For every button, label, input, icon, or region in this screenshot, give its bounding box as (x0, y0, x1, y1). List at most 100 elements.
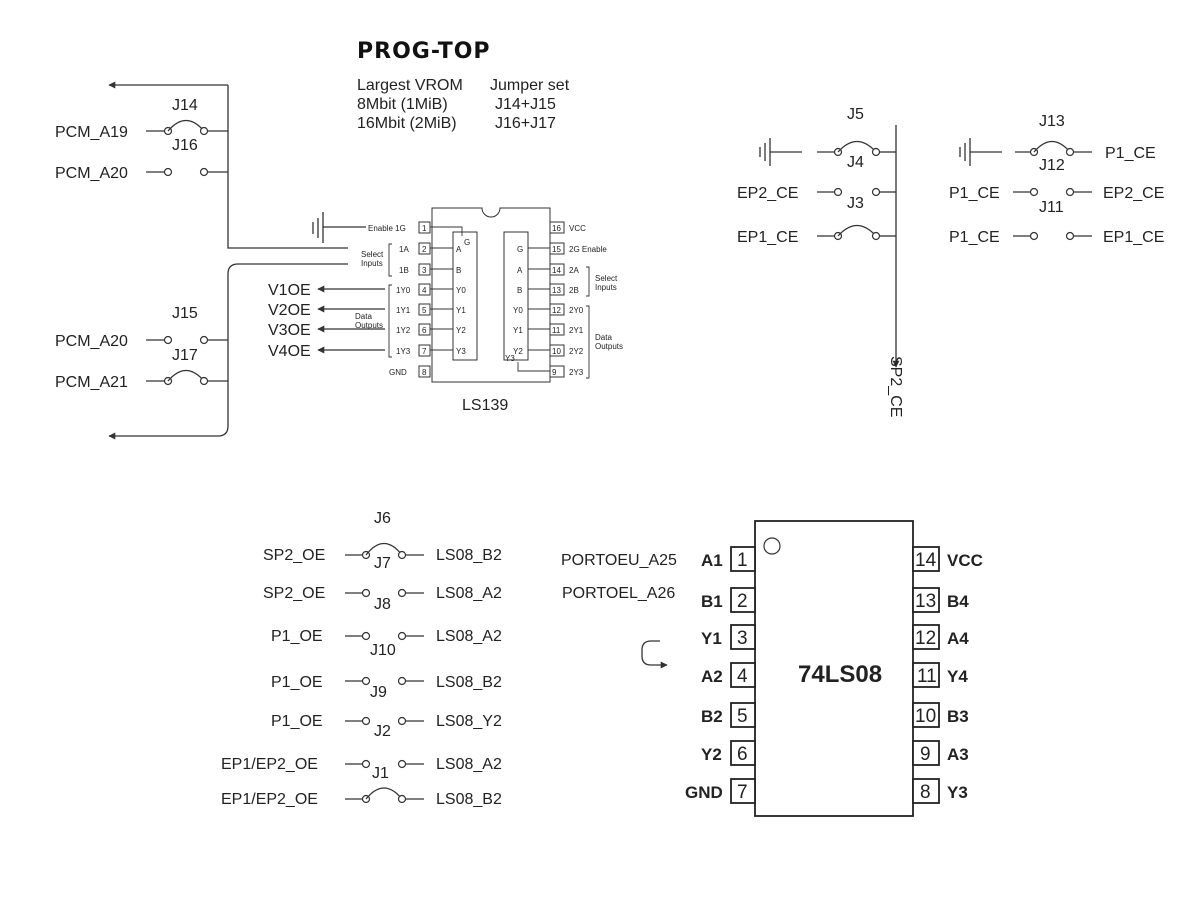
pin-number: 12 (552, 306, 561, 315)
signal-label: EP1_CE (1103, 229, 1164, 246)
pin-number: 15 (552, 245, 561, 254)
pin-label: Y1 (701, 629, 722, 648)
jumper-contact (361, 676, 371, 686)
jumper-id-J9: J9 (370, 684, 387, 701)
jumper-id-J17: J17 (172, 347, 198, 364)
pin-number: 9 (552, 368, 557, 377)
pin-box (912, 662, 940, 688)
signal-label: SP2_OE (263, 585, 325, 602)
pin-box (730, 587, 756, 613)
pin-number: 3 (422, 266, 427, 275)
upper-bus-line (227, 85, 348, 249)
pin-box (418, 242, 431, 255)
inner-label: A (456, 245, 462, 254)
jumper-id-J10: J10 (370, 642, 396, 659)
inner-label: Y1 (456, 306, 466, 315)
pin-label: B1 (701, 592, 723, 611)
pin-number: 8 (422, 368, 427, 377)
pin-label: GND (685, 783, 723, 802)
signal-label: PCM_A19 (55, 124, 128, 141)
pin-box (730, 702, 756, 728)
pin-number: 2 (737, 591, 748, 612)
jumper-contact (397, 631, 407, 641)
pin-number: 11 (552, 326, 561, 335)
jumper-contact (871, 187, 881, 197)
pin-box (418, 263, 431, 276)
pin-number: 7 (422, 347, 427, 356)
jumper-contact (397, 759, 407, 769)
signal-label: LS08_A2 (436, 628, 502, 645)
pin-label: 2Y1 (569, 326, 584, 335)
pin-label: B4 (947, 592, 969, 611)
ls139-name: LS139 (462, 397, 508, 414)
jumper-id-J1: J1 (372, 765, 389, 782)
jumper-contact (871, 147, 881, 157)
jumper-bridge (1033, 140, 1071, 153)
output-label: V3OE (268, 322, 311, 339)
pin-number: 13 (552, 286, 561, 295)
lower-bus-arrow (108, 263, 348, 440)
pin-label: 1A (399, 245, 409, 254)
pin-number: 3 (737, 628, 748, 649)
top-left-jumpers: J14 PCM_A19 J16 PCM_A20 J15 PCM_A20 J17 … (55, 81, 348, 440)
pin-number: 13 (915, 591, 936, 612)
signal-label: P1_CE (1105, 145, 1156, 162)
jumper-bridge (365, 542, 403, 556)
pin-label: 2Y2 (569, 347, 584, 356)
inner-label: Y2 (456, 326, 466, 335)
pin-label: 1Y3 (396, 347, 411, 356)
pin-label: 2A (569, 266, 579, 275)
vrom-header-jumper: Jumper set (490, 77, 570, 94)
pin-number: 4 (422, 286, 427, 295)
jumper-contact (1029, 187, 1039, 197)
pin-label: 2Y0 (569, 306, 584, 315)
signal-label: PCM_A20 (55, 333, 128, 350)
pin-box (418, 221, 431, 234)
pin-box (418, 283, 431, 296)
signal-label: LS08_Y2 (436, 713, 502, 730)
pin-label: 1Y0 (396, 286, 411, 295)
pin-box (730, 624, 756, 650)
loopback-arrow (641, 640, 668, 669)
pin1-marker (763, 537, 781, 555)
inner-label: G (464, 238, 470, 247)
jumper-contact (163, 335, 173, 345)
data-outputs-label: Outputs (595, 342, 623, 351)
jumper-bridge (365, 787, 403, 800)
pin-number: 10 (915, 706, 936, 727)
pin-number: 5 (737, 706, 748, 727)
jumper-contact (361, 759, 371, 769)
jumper-id-J11: J11 (1039, 199, 1064, 216)
jumper-contact (361, 631, 371, 641)
signal-label: PCM_A20 (55, 165, 128, 182)
pin-box (912, 778, 940, 804)
jumper-contact (199, 335, 209, 345)
pin-label: 2G Enable (569, 245, 607, 254)
pin-box (549, 242, 565, 255)
jumper-id-J3: J3 (847, 195, 864, 212)
signal-label: EP1/EP2_OE (221, 791, 318, 808)
pin-label: Y3 (947, 783, 968, 802)
pin-box (912, 587, 940, 613)
jumper-id-J5: J5 (847, 106, 864, 123)
pin-number: 16 (552, 224, 561, 233)
jumper-id-J13: J13 (1039, 113, 1065, 130)
jumper-contact (1065, 187, 1075, 197)
pin-number: 10 (552, 347, 561, 356)
pin-label: Y2 (701, 745, 722, 764)
jumper-contact (361, 716, 371, 726)
ls139-inner-right (503, 231, 529, 361)
inner-label: A (517, 266, 523, 275)
pin-number: 11 (917, 666, 937, 687)
inner-label: B (456, 266, 461, 275)
signal-label: P1_OE (271, 628, 323, 645)
pin-label: 1B (399, 266, 409, 275)
select-inputs-label: Select (595, 274, 618, 283)
inner-label: B (517, 286, 522, 295)
pin-box (549, 323, 565, 336)
inner-label: G (517, 245, 523, 254)
jumper-contact (199, 126, 209, 136)
pin-label: 1Y2 (396, 326, 411, 335)
pin-label: 2Y3 (569, 368, 584, 377)
pin-box (912, 624, 940, 650)
